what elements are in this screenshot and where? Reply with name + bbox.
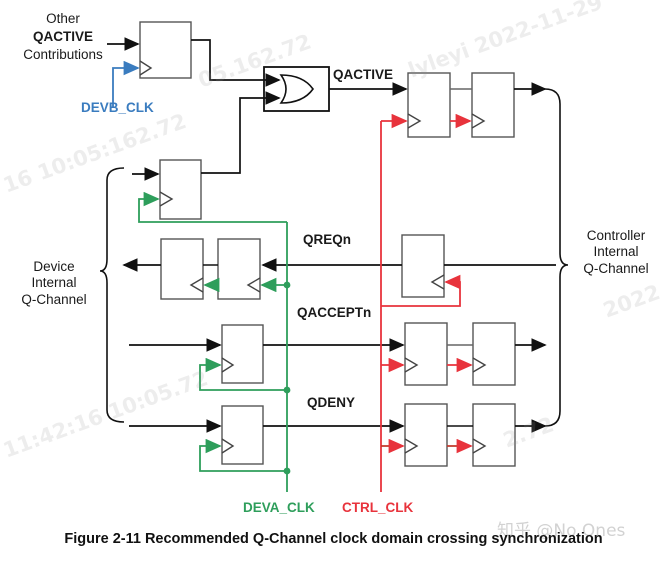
label-qactive: QACTIVE — [333, 67, 394, 82]
clock-net-devb — [112, 60, 140, 107]
label-qdeny: QDENY — [307, 395, 356, 410]
controller-brace — [544, 88, 569, 427]
label-other-qactive: QACTIVE — [32, 29, 93, 44]
clock-net-ctrl — [380, 113, 473, 492]
label-controller-group: Controller Internal Q-Channel — [583, 228, 649, 276]
ff-qactive-deva — [159, 159, 202, 220]
label-other: Other — [46, 11, 80, 26]
ff-qactive-ctrl-1 — [407, 72, 451, 138]
clock-net-deva — [138, 191, 291, 492]
ff-qreqn-dev-1 — [160, 238, 204, 300]
device-brace — [99, 167, 125, 423]
label-deva-clk: DEVA_CLK — [243, 500, 315, 515]
wire-ff-devb-to-or — [191, 39, 281, 87]
ff-qactive-devb — [139, 21, 192, 79]
label-contributions: Contributions — [23, 47, 103, 62]
label-device-group: Device Internal Q-Channel — [21, 259, 87, 307]
ff-qdeny-ctrl-2 — [472, 403, 516, 467]
or-gate — [263, 66, 330, 112]
ff-qacceptn-ctrl-1 — [404, 322, 448, 386]
label-qreqn: QREQn — [303, 232, 352, 247]
ff-qdeny-ctrl-1 — [404, 403, 448, 467]
wire-ff-deva-to-or — [201, 91, 281, 174]
ff-qacceptn-dev — [221, 324, 264, 384]
ff-qacceptn-ctrl-2 — [472, 322, 516, 386]
ff-qreqn-ctrl — [401, 234, 445, 298]
label-devb-clk: DEVB_CLK — [81, 100, 154, 115]
ff-qdeny-dev — [221, 405, 264, 465]
zhihu-watermark: 知乎 @No Ones — [497, 521, 626, 541]
label-ctrl-clk: CTRL_CLK — [342, 500, 414, 515]
figure-caption: Figure 2-11 Recommended Q-Channel clock … — [64, 531, 603, 547]
ff-qactive-ctrl-2 — [471, 72, 515, 138]
label-qacceptn: QACCEPTn — [297, 305, 372, 320]
ff-qreqn-dev-2 — [217, 238, 261, 300]
